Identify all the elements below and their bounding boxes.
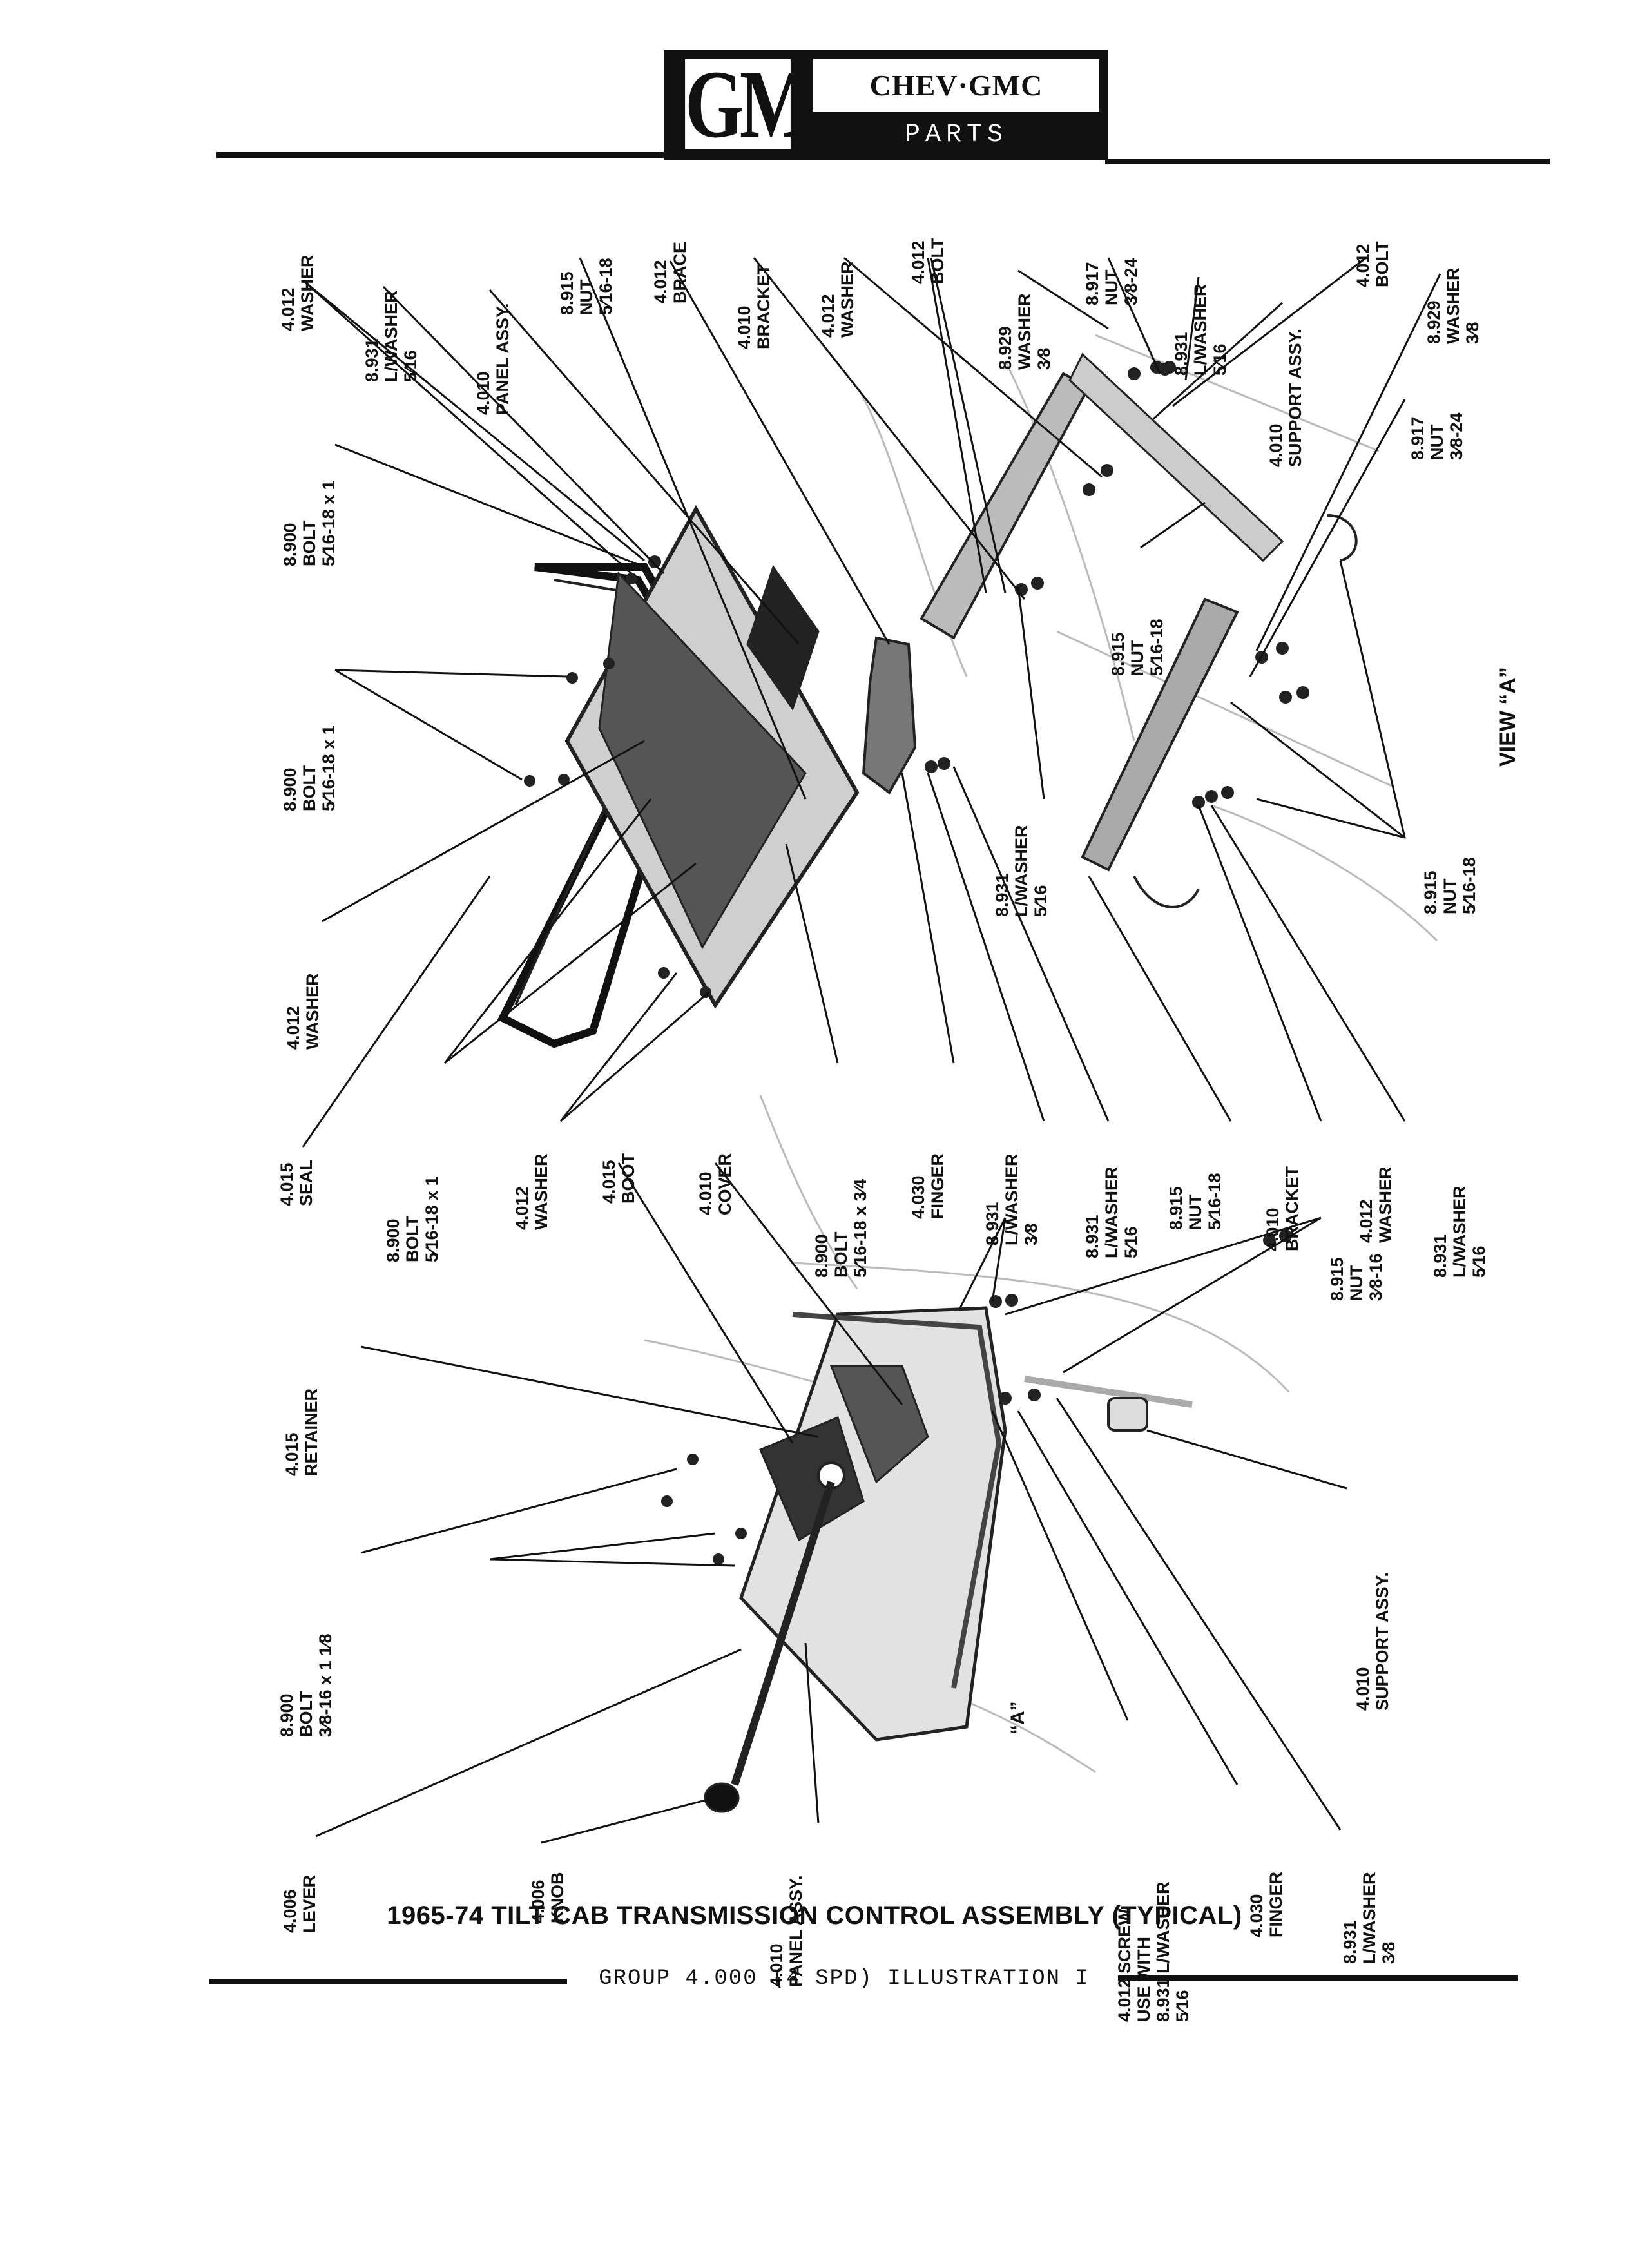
brand-title: CHEV·GMC TRUCK [813,59,1099,155]
catalogue-subtitle: PARTS CATALOGUE [863,120,1050,188]
header-rule-left [216,152,667,158]
figure-caption: 1965-74 TILT CAB TRANSMISSION CONTROL AS… [387,1901,1242,1930]
gm-logo: GM [685,51,811,158]
detail-a-marker: “A” [1007,1701,1028,1735]
footer-rule-left [209,1979,567,1984]
footer-rule-right [1118,1975,1518,1981]
footer-illustration-ref: GROUP 4.000 (4 SPD) ILLUSTRATION I [599,1966,1090,1991]
header-rule-right [1105,159,1550,164]
view-a-label: VIEW “A” [1496,667,1520,767]
